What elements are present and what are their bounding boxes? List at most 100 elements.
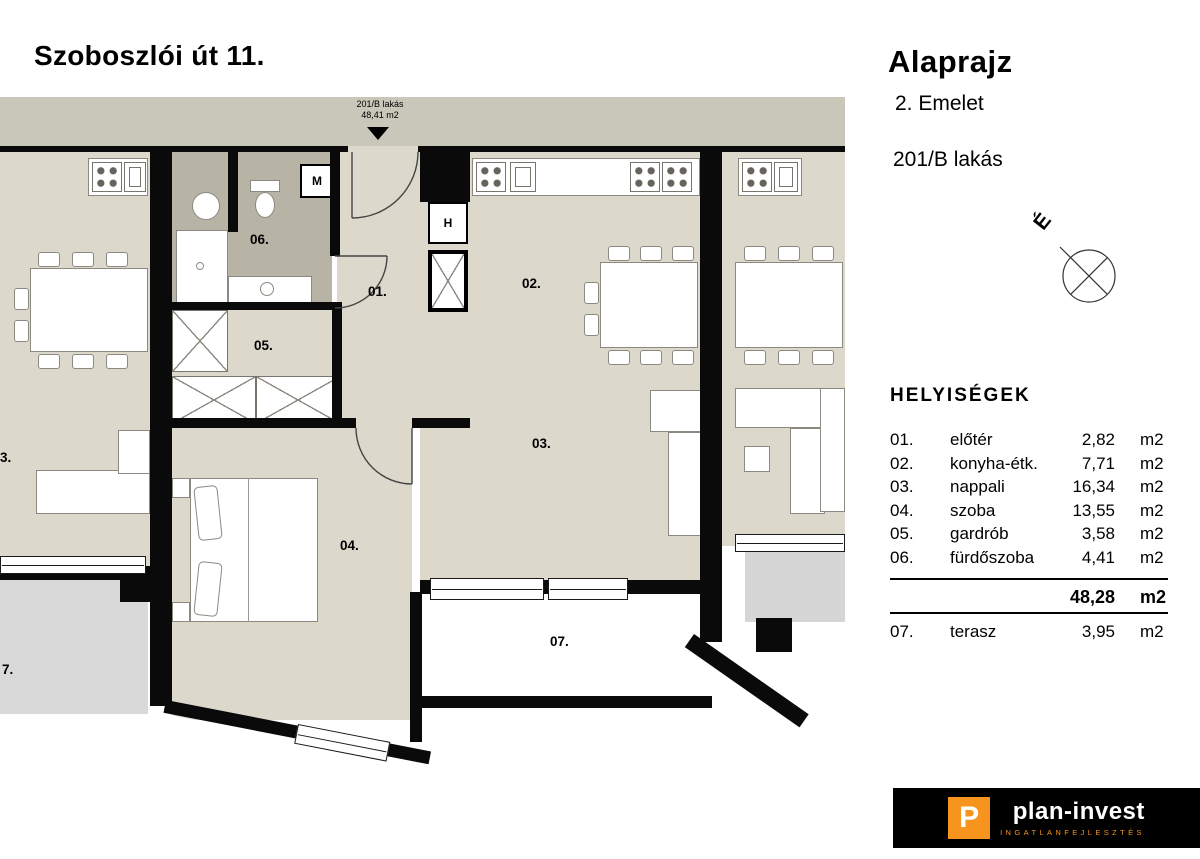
chair (38, 354, 60, 369)
wall (228, 146, 238, 232)
terrace-row: 07. terasz 3,95 m2 (890, 620, 1173, 644)
wardrobe (256, 376, 340, 424)
chair (608, 350, 630, 365)
room-label-02: 02. (522, 276, 541, 291)
chair (14, 288, 29, 310)
room-label-03: 03. (532, 436, 551, 451)
room-area: 4,41 (1081, 547, 1115, 567)
fridge-box: H (428, 202, 468, 244)
door-arcs (334, 151, 419, 485)
chair (584, 314, 599, 336)
upper-slab-band (0, 97, 845, 146)
total-row: 48,28 m2 (890, 586, 1173, 610)
room-area: 7,71 (1081, 453, 1115, 473)
room-unit: m2 (1140, 430, 1164, 449)
shaft (428, 250, 468, 312)
wall (330, 146, 340, 256)
room-name: fürdőszoba (950, 547, 1035, 567)
marker-area: 48,41 m2 (361, 110, 399, 120)
chair (106, 252, 128, 267)
room-unit: m2 (1140, 547, 1164, 567)
sink-icon (124, 162, 146, 192)
blanket-line (248, 478, 249, 622)
chair (608, 246, 630, 261)
coffee-table (744, 446, 770, 472)
neighbor-room-label: 3. (0, 450, 12, 465)
floor-kitchen-living (420, 146, 710, 590)
faucet-icon (260, 282, 274, 296)
room-area: 16,34 (1072, 477, 1115, 496)
wall (0, 146, 348, 152)
logo-brand: plan-invest (1012, 797, 1145, 825)
room-num: 03. (890, 477, 914, 496)
sink-icon (774, 162, 798, 192)
wall (420, 580, 430, 594)
room-area: 3,58 (1081, 524, 1115, 543)
chair (640, 246, 662, 261)
room-unit: m2 (1140, 477, 1164, 496)
rooms-table: 01. előtér 2,82 m2 02. konyha-étk. 7,71 … (890, 428, 1173, 569)
chair (744, 246, 766, 261)
room-unit: m2 (1140, 500, 1164, 520)
room-label-05: 05. (254, 338, 273, 353)
chair (744, 350, 766, 365)
stove-icon (476, 162, 506, 192)
washing-machine-box: M (300, 164, 334, 198)
room-num: 07. (890, 622, 914, 641)
company-logo: P plan-invest INGATLANFEJLESZTÉS (893, 788, 1200, 848)
sidebar-apartment: 201/B lakás (893, 148, 1003, 171)
chair (106, 354, 128, 369)
cabinet (820, 388, 845, 512)
chair (38, 252, 60, 267)
room-unit: m2 (1140, 524, 1164, 543)
wall (700, 146, 722, 592)
wardrobe (172, 310, 228, 372)
chair (72, 252, 94, 267)
drain-icon (196, 262, 204, 270)
sofa (36, 470, 150, 514)
marker-apartment: 201/B lakás (356, 99, 404, 109)
wall (420, 146, 470, 202)
compass-north-label: É (1029, 209, 1056, 235)
bedroom-door-arc (355, 427, 413, 485)
nightstand (172, 478, 190, 498)
marker-arrow-icon (367, 127, 389, 140)
stove-icon (742, 162, 772, 192)
room-name: gardrób (950, 524, 1009, 543)
nightstand (172, 602, 190, 622)
room-name: terasz (950, 622, 997, 641)
total-area: 48,28 (1069, 587, 1115, 607)
sink-icon (510, 162, 536, 192)
room-num: 01. (890, 430, 914, 449)
floor-left-neighbor (0, 146, 150, 600)
room-area: 2,82 (1081, 430, 1115, 449)
dining-table (600, 262, 698, 348)
chair (584, 282, 599, 304)
apartment-marker: 201/B lakás 48,41 m2 (325, 99, 435, 121)
terrace-railing (410, 696, 712, 708)
room-label-07: 07. (550, 634, 569, 649)
room-label-04: 04. (340, 538, 359, 553)
stove-icon (630, 162, 660, 192)
room-label-06: 06. (250, 232, 269, 247)
chair (778, 246, 800, 261)
rooms-heading: HELYISÉGEK (890, 385, 1031, 406)
wall (700, 592, 722, 642)
divider-line (890, 578, 1168, 580)
total-unit: m2 (1140, 587, 1167, 607)
room-unit: m2 (1140, 622, 1164, 641)
chair (812, 350, 834, 365)
room-label-01: 01. (368, 284, 387, 299)
terrace-right-neighbor (745, 552, 845, 622)
room-area: 3,95 (1081, 622, 1115, 641)
wall (412, 418, 470, 428)
wall (418, 146, 845, 152)
toilet-bowl (255, 192, 275, 218)
room-num: 05. (890, 524, 914, 543)
logo-subtitle: INGATLANFEJLESZTÉS (1000, 827, 1145, 837)
dining-table (735, 262, 843, 348)
room-num: 04. (890, 500, 914, 520)
washbasin-icon (192, 192, 220, 220)
chair (778, 350, 800, 365)
wall (150, 146, 172, 582)
